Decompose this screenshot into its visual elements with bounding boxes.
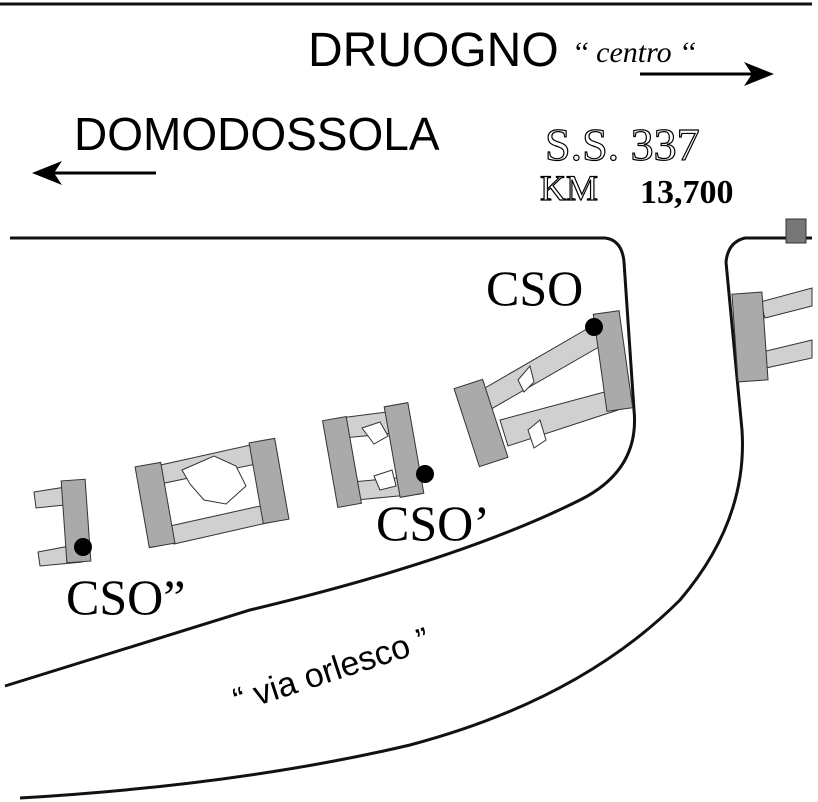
railing-section-right [731, 287, 813, 383]
kilometer-marker-icon [785, 218, 807, 244]
main-road-curve [4, 236, 637, 688]
arrow-left-icon [32, 161, 156, 185]
railing-section-middle [134, 437, 290, 549]
railing-section-cso [453, 310, 634, 468]
ss-label: S.S. 337 [545, 119, 700, 170]
domodossola-label: DOMODOSSOLA [74, 108, 440, 160]
cso-double-prime-label: CSO” [66, 569, 185, 625]
centro-label: ‘‘ centro ‘‘ [572, 36, 696, 69]
cso-double-prime-impact-point [74, 538, 92, 556]
cso-impact-point [585, 318, 603, 336]
cso-label: CSO [486, 260, 583, 316]
druogno-label: DRUOGNO [308, 24, 559, 77]
via-orlesco-road [19, 236, 812, 800]
cso-prime-impact-point [416, 465, 434, 483]
arrow-right-icon [640, 62, 774, 86]
railing-section-cso-prime [321, 402, 425, 508]
km-value-label: 13,700 [640, 174, 734, 211]
via-orlesco-label: “ via orlesco ” [229, 620, 435, 719]
cso-prime-label: CSO’ [376, 495, 490, 551]
km-prefix-label: KM [540, 168, 598, 208]
